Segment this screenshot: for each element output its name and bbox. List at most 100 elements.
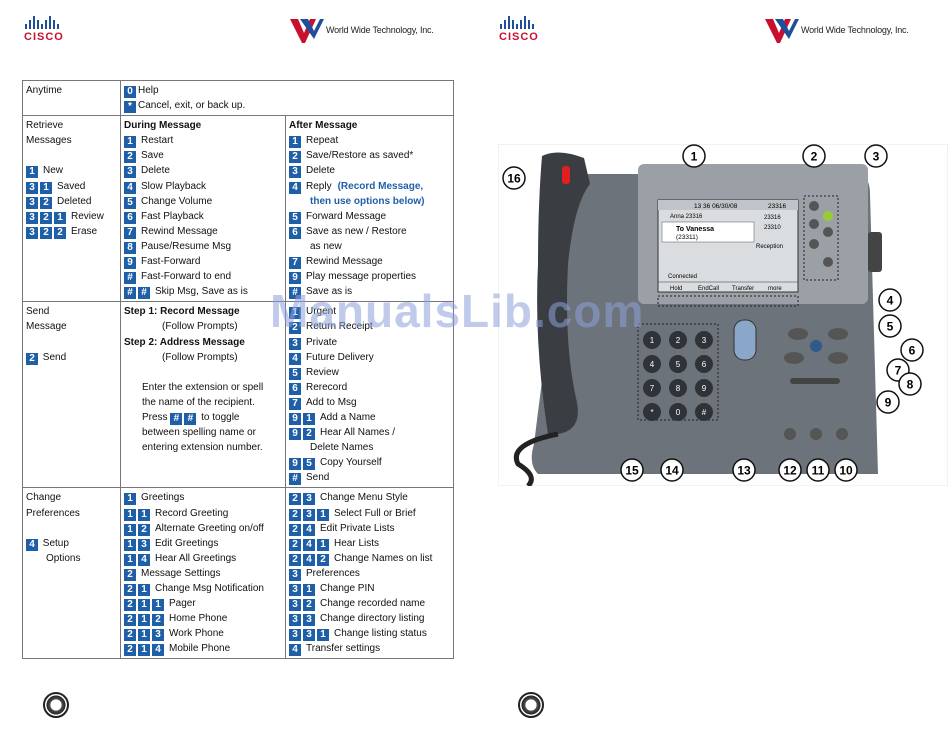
option-label: Erase <box>71 225 98 237</box>
option-label: Save/Restore as saved* <box>306 150 414 162</box>
message-indicator <box>562 166 570 184</box>
key: 4 <box>152 644 164 657</box>
option-line: ##Skip Msg, Save as is <box>124 284 282 300</box>
cancel-label: Cancel, exit, or back up. <box>138 100 246 112</box>
navigation-button[interactable] <box>733 319 757 361</box>
key: 3 <box>289 584 301 596</box>
keypad-key[interactable] <box>643 331 661 349</box>
key: 3 <box>26 211 38 224</box>
line-button-lit[interactable] <box>823 211 833 221</box>
keypad-key[interactable] <box>695 403 713 421</box>
key: # <box>138 287 150 300</box>
key: 3 <box>26 226 38 239</box>
ip-phone-diagram: 13 36 06/30/08 23316 Anna 23316 23316 23… <box>498 144 948 486</box>
speaker-button[interactable] <box>784 428 796 440</box>
help-label: Help <box>138 85 159 96</box>
keypad-key-label: * <box>650 408 653 417</box>
mute-button[interactable] <box>810 428 822 440</box>
keypad-key-label: 1 <box>650 336 655 345</box>
keypad-key[interactable] <box>643 379 661 397</box>
handset[interactable] <box>537 152 590 434</box>
keypad-key[interactable] <box>669 331 687 349</box>
keypad-key[interactable] <box>669 403 687 421</box>
callout-number: 6 <box>909 344 916 358</box>
send-instructions: between spelling name or <box>142 427 256 439</box>
keypad-key[interactable] <box>695 379 713 397</box>
key: 4 <box>26 538 38 551</box>
key: 1 <box>138 629 150 642</box>
keypad-key[interactable] <box>695 331 713 349</box>
softkey-transfer[interactable]: Transfer <box>732 286 754 292</box>
option-label: Change Msg Notification <box>155 583 264 594</box>
option-label: Restart <box>141 135 174 147</box>
key: 3 <box>303 508 315 521</box>
callout-number: 16 <box>507 172 521 186</box>
option-label: Edit Greetings <box>155 537 219 549</box>
callout-marker <box>864 144 888 168</box>
keypad-key[interactable] <box>669 355 687 373</box>
services-button[interactable] <box>828 352 848 364</box>
settings-button[interactable] <box>784 352 804 364</box>
key: # <box>289 287 301 300</box>
wwt-logo: World Wide Technology, Inc. <box>290 16 450 44</box>
key: 1 <box>303 412 315 425</box>
key: 3 <box>138 538 150 551</box>
directories-button[interactable] <box>828 328 848 340</box>
option-label: Record Greeting <box>155 507 229 519</box>
callout-marker <box>878 314 902 338</box>
callout-number: 7 <box>895 364 902 378</box>
key: 9 <box>124 257 136 270</box>
option-label: Hear Lists <box>334 537 380 549</box>
option-label: Hear All Greetings <box>155 552 237 564</box>
key: 2 <box>152 614 164 627</box>
key: * <box>124 101 136 114</box>
preferences-label: Preferences <box>26 507 80 519</box>
wwt-mark-icon <box>765 19 799 43</box>
key: 1 <box>138 584 150 596</box>
headset-button[interactable] <box>836 428 848 440</box>
wwt-wordmark: World Wide Technology, Inc. <box>801 25 909 35</box>
key: 5 <box>289 367 301 380</box>
wwt-mark-icon <box>290 19 324 43</box>
messages-button[interactable] <box>788 328 808 340</box>
help-button[interactable] <box>810 340 822 352</box>
keypad-key[interactable] <box>643 403 661 421</box>
callout-marker <box>660 458 684 482</box>
option-label: Save <box>141 150 164 162</box>
key: 5 <box>124 196 136 209</box>
keypad-key[interactable] <box>695 355 713 373</box>
send-instructions: to toggle <box>201 411 240 423</box>
key: 0 <box>124 86 136 98</box>
softkey-more[interactable]: more <box>768 286 782 292</box>
key: 3 <box>289 568 301 581</box>
softkey-hold[interactable]: Hold <box>670 286 682 292</box>
screen-reception: Reception <box>756 244 783 250</box>
key: 4 <box>138 553 150 566</box>
keypad-key[interactable] <box>643 355 661 373</box>
volume-button[interactable] <box>790 378 840 384</box>
cisco-logo: CISCO <box>24 16 84 46</box>
option-label: Delete <box>306 165 335 177</box>
after-message-heading: After Message <box>289 120 358 132</box>
callout-number: 9 <box>885 396 892 410</box>
keypad-key[interactable] <box>669 379 687 397</box>
softkey-endcall[interactable]: EndCall <box>698 286 719 292</box>
wwt-logo: World Wide Technology, Inc. <box>765 16 925 44</box>
